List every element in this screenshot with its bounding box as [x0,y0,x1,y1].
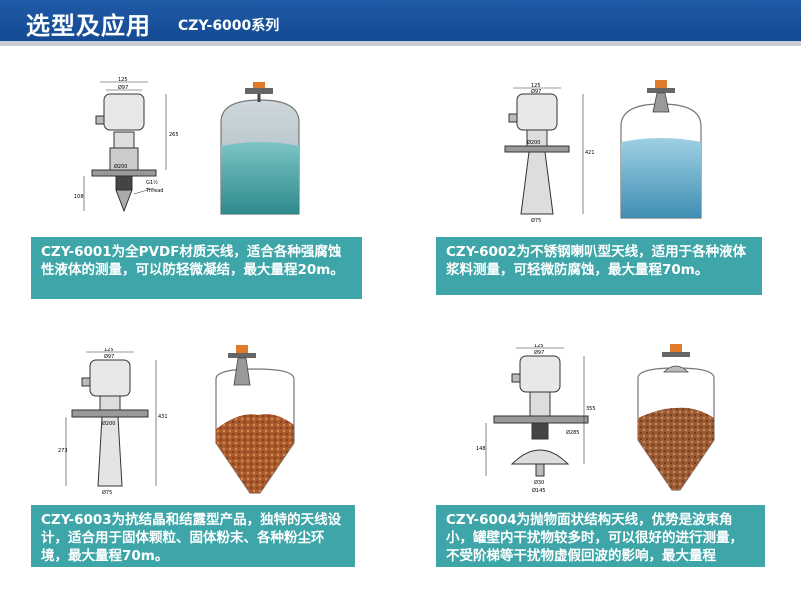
dim-label: Ø75 [531,217,541,224]
dim-label: 273 [58,448,68,454]
product-caption-6001: CZY-6001为全PVDF材质天线，适合各种强腐蚀性液体的测量，可以防轻微凝结… [31,237,362,299]
dim-label: 125 [531,83,541,89]
slurry-tank-illustration-6002 [620,80,702,219]
page-header: 选型及应用 CZY-6000系列 [0,0,801,46]
product-caption-6002: CZY-6002为不锈钢喇叭型天线，适用于各种液体浆料测量，可轻微防腐蚀，最大量… [436,237,762,295]
dim-label: 431 [158,414,168,420]
dim-label: 421 [585,150,595,156]
dim-label: Ø200 [527,139,540,146]
dim-label: Ø75 [102,489,112,496]
dim-label: 125 [118,77,128,83]
dimension-drawing-6004: 125 Ø97 Ø285 148 Ø30 Ø145 355 [476,344,596,494]
series-label: CZY-6000系列 [178,18,280,34]
dim-label: 355 [586,406,596,412]
liquid-tank-illustration-6001 [220,82,300,215]
dim-label: Ø97 [104,353,114,360]
dimension-drawing-6001: 125 Ø97 Ø200 265 108 G1½ Thread [74,77,179,213]
dimension-drawing-6003: 125 Ø97 Ø200 273 Ø75 431 [58,348,168,496]
dim-label: Ø97 [118,84,128,91]
dim-label: Ø200 [114,163,127,170]
dim-label: Ø285 [566,429,579,436]
dim-label: 125 [534,344,544,349]
dim-label: Ø97 [534,349,544,356]
dimension-drawing-6002: 125 Ø97 Ø200 Ø75 421 [504,83,595,224]
dim-label: Ø97 [531,88,541,95]
dim-label: 108 [74,194,84,200]
product-caption-6003: CZY-6003为抗结晶和结露型产品，独特的天线设计，适合用于固体颗粒、固体粉末… [31,505,355,567]
dim-label: Ø30 [534,479,544,486]
dim-label: G1½ [146,179,158,186]
dim-label: Thread [145,188,163,194]
product-caption-6004: CZY-6004为抛物面状结构天线，优势是波束角小，罐壁内干扰物较多时，可以很好… [436,505,765,582]
dim-label: Ø200 [102,420,115,427]
solids-silo-illustration-6004 [637,344,715,491]
page-title: 选型及应用 [26,12,151,40]
powder-silo-illustration-6003 [215,345,295,494]
dim-label: 148 [476,446,486,452]
dim-label: Ø145 [532,487,545,494]
dim-label: 265 [169,132,179,138]
dim-label: 125 [104,348,114,353]
